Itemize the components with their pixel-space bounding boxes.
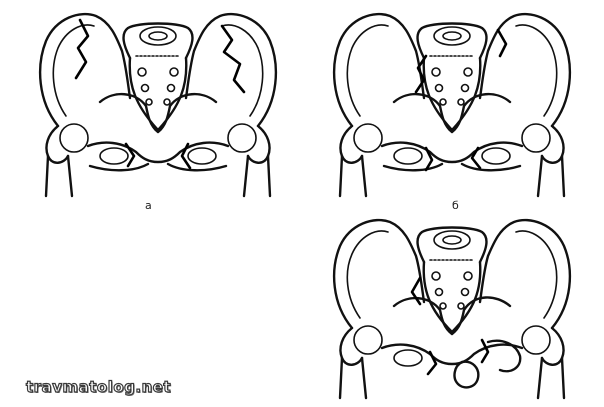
pelvis-panel-c [312,212,592,402]
pelvis-panel-b [312,6,592,206]
pelvis-drawing [334,220,570,398]
pelvis-panel-a [18,6,298,206]
watermark-text: travmatolog.net [26,378,171,396]
pelvis-drawing [334,14,570,196]
pelvis-drawing [40,14,276,196]
panel-label-b: б [452,200,459,211]
panel-label-a: а [145,200,152,211]
